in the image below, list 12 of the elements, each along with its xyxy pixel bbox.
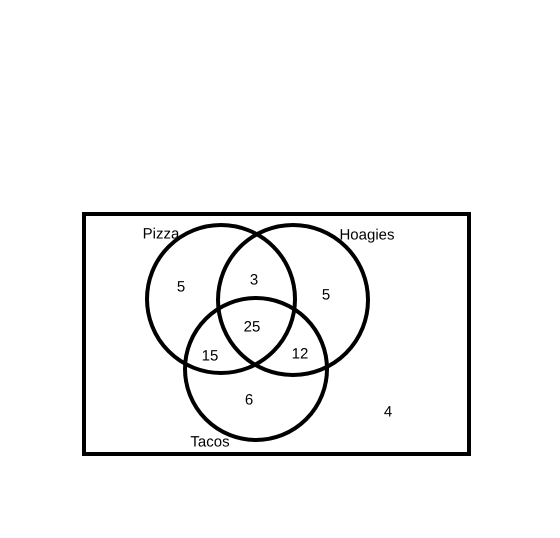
region-count: 5: [322, 288, 330, 302]
region-count: 25: [244, 320, 260, 334]
set-label: Pizza: [142, 226, 180, 242]
set-label: Tacos: [190, 434, 230, 450]
region-count: 12: [292, 346, 308, 362]
region-count: 5: [176, 280, 186, 294]
region-count: 15: [202, 348, 218, 364]
universe-rectangle: [82, 212, 471, 456]
region-count: 3: [250, 272, 258, 288]
set-label: Hoagies: [339, 228, 395, 242]
region-count: 6: [244, 392, 254, 408]
region-count: 4: [384, 404, 392, 420]
